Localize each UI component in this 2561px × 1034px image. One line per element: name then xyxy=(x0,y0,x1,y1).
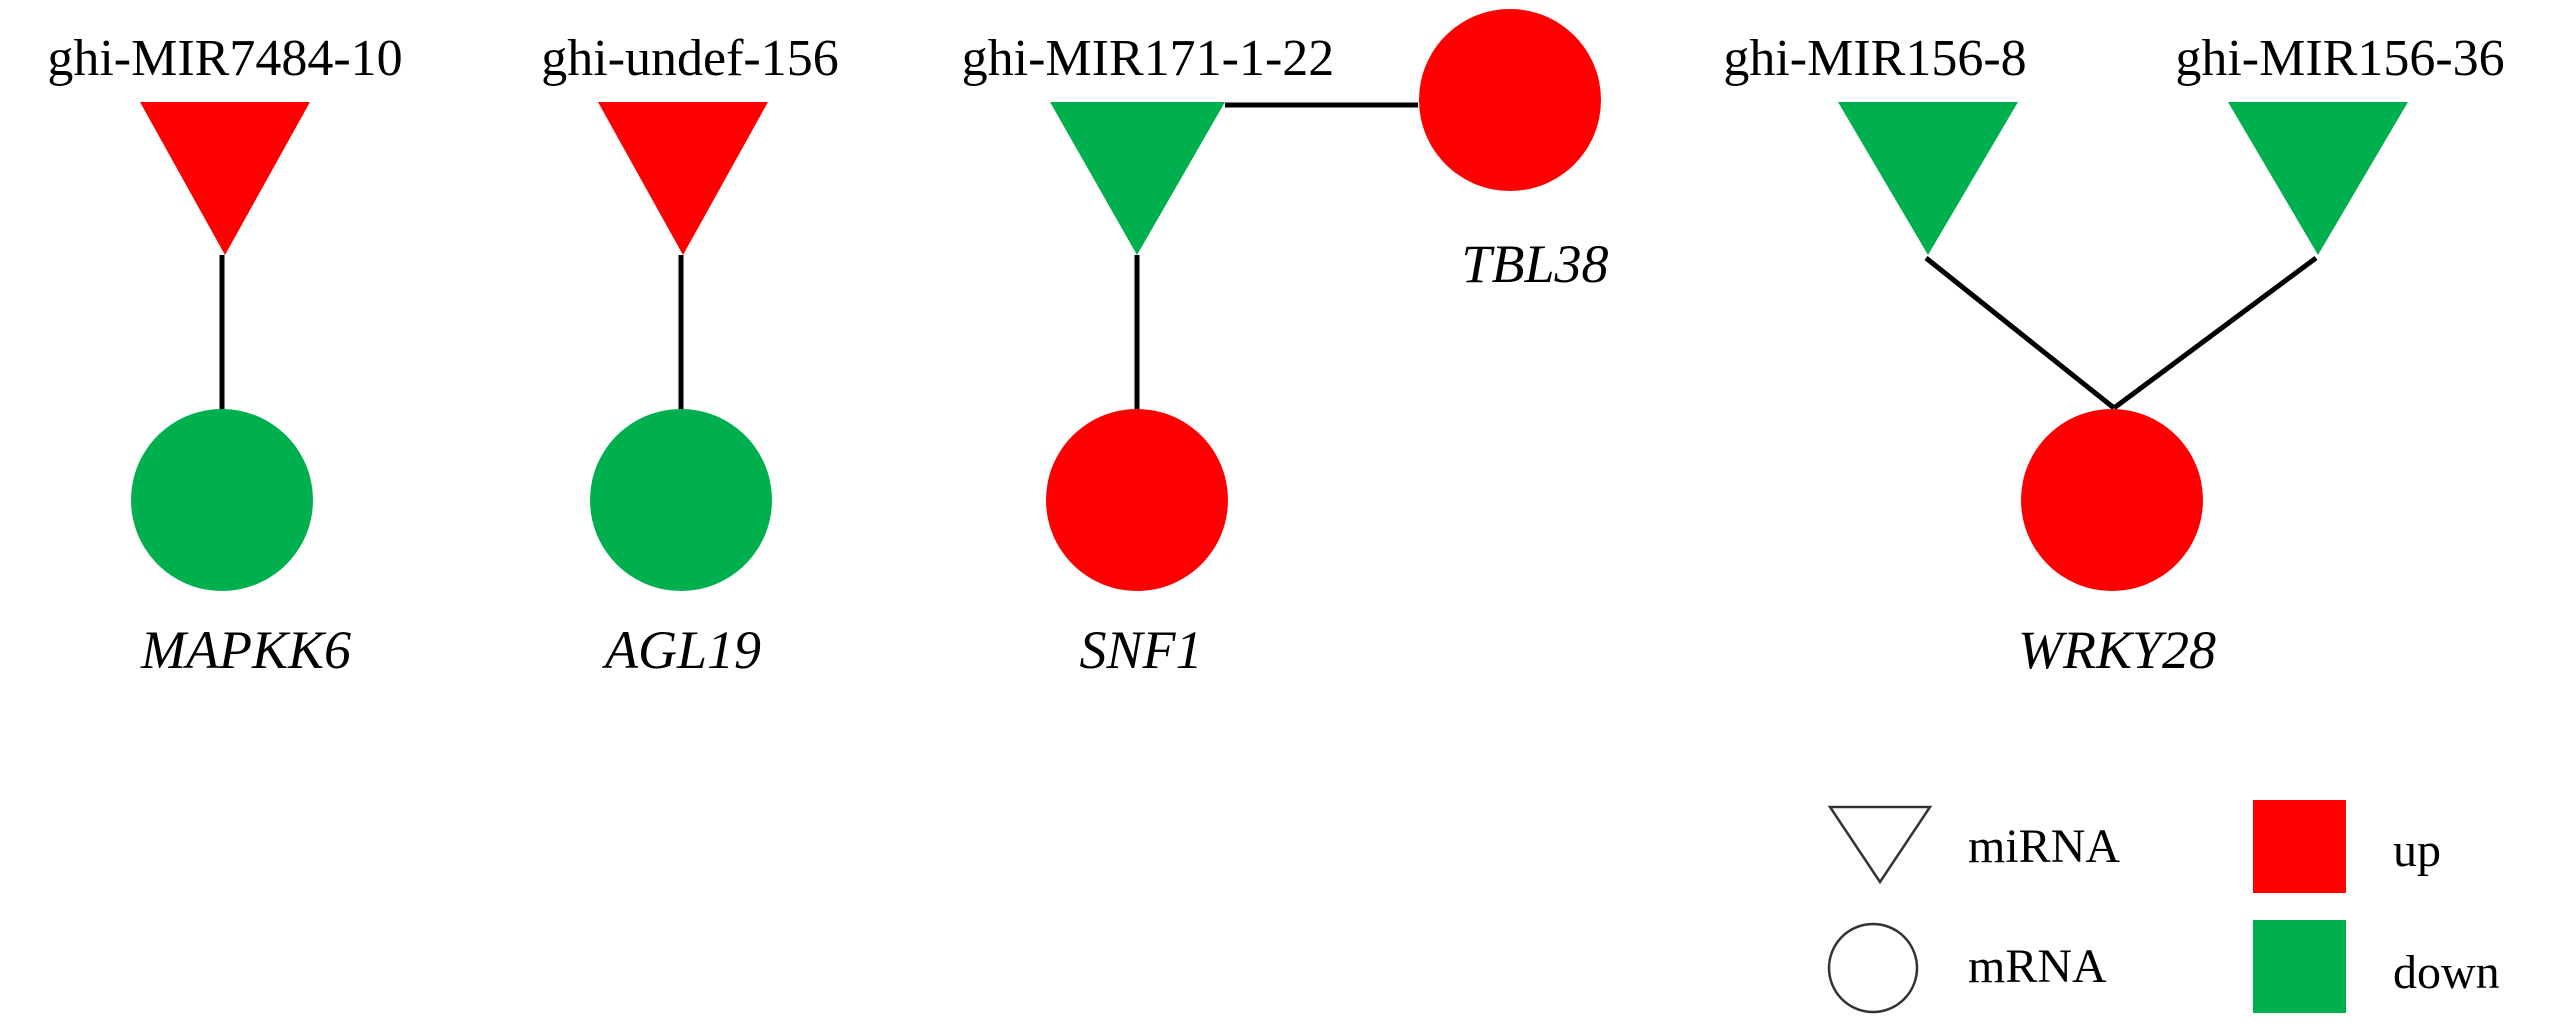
mirna-label-mir1568: ghi-MIR156-8 xyxy=(1723,30,2026,87)
gene-label-snf1: SNF1 xyxy=(1079,620,1202,680)
edge-mir1568-wrky28 xyxy=(1924,256,2116,410)
mrna-node-snf1 xyxy=(1046,409,1228,591)
mrna-node-mapkk6 xyxy=(131,409,313,591)
gene-label-tbl38: TBL38 xyxy=(1461,234,1608,294)
gene-label-wrky28: WRKY28 xyxy=(2018,620,2216,680)
legend-mirna-label: miRNA xyxy=(1968,820,2120,873)
legend-down-swatch xyxy=(2253,920,2346,1013)
mirna-labels: ghi-MIR7484-10 ghi-undef-156 ghi-MIR171-… xyxy=(47,30,2504,87)
legend-mirna-shape-icon xyxy=(1827,805,1933,885)
legend: miRNA mRNA up down xyxy=(1827,800,2500,1014)
mirna-node-mir7484 xyxy=(140,102,310,255)
mrna-node-wrky28 xyxy=(2021,409,2203,591)
mirna-nodes xyxy=(140,102,2408,255)
legend-mrna-shape-icon xyxy=(1827,922,1919,1014)
mirna-label-undef156: ghi-undef-156 xyxy=(541,30,838,87)
legend-up-swatch xyxy=(2253,800,2346,893)
edge-mir15636-wrky28 xyxy=(2112,255,2318,411)
mirna-node-undef156 xyxy=(598,102,768,255)
legend-mrna-label: mRNA xyxy=(1968,940,2107,993)
gene-label-agl19: AGL19 xyxy=(602,620,761,680)
legend-up-label: up xyxy=(2393,824,2441,877)
mrna-node-tbl38 xyxy=(1419,9,1601,191)
gene-labels: MAPKK6 AGL19 SNF1 TBL38 WRKY28 xyxy=(140,234,2216,680)
mirna-node-mir171 xyxy=(1050,102,1225,255)
gene-label-mapkk6: MAPKK6 xyxy=(140,620,351,680)
edges xyxy=(219,102,2318,411)
legend-down-label: down xyxy=(2393,946,2500,999)
mirna-node-mir15636 xyxy=(2228,102,2408,255)
mrna-node-agl19 xyxy=(590,409,772,591)
mirna-label-mir171: ghi-MIR171-1-22 xyxy=(962,30,1335,87)
mirna-node-mir1568 xyxy=(1838,102,2018,255)
mrna-nodes xyxy=(131,9,2203,591)
mirna-label-mir7484: ghi-MIR7484-10 xyxy=(47,30,402,87)
mirna-label-mir15636: ghi-MIR156-36 xyxy=(2175,30,2504,87)
